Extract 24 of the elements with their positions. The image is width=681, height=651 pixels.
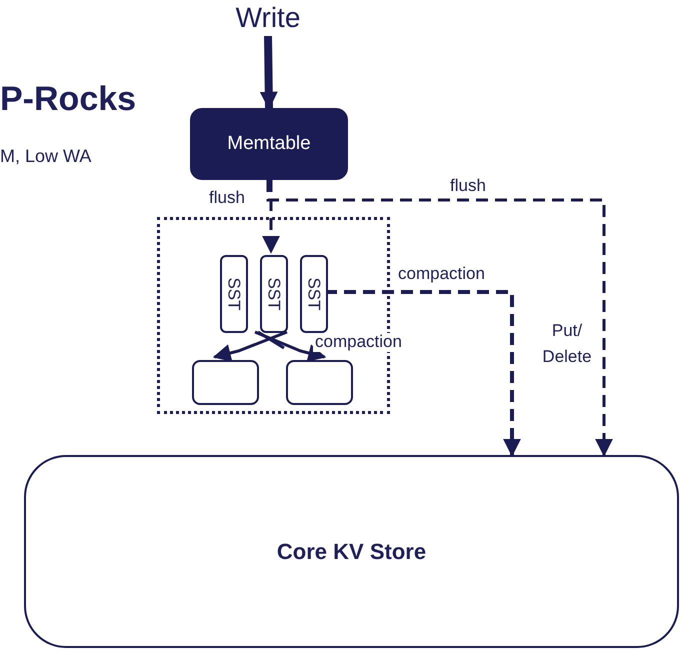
store-label: Core KV Store [276, 538, 426, 564]
sst-box [220, 255, 248, 333]
empty-box [286, 360, 353, 405]
title: P-Rocks [0, 80, 136, 119]
store-box [24, 455, 679, 648]
sst-box [260, 255, 288, 333]
memtable-label: Memtable [227, 133, 311, 155]
arrow [212, 330, 288, 362]
arrow [260, 36, 278, 110]
edge-note: Put/ Delete [541, 320, 593, 368]
sst-label: SST [304, 277, 324, 311]
memtable-box [190, 108, 348, 180]
edge-label: compaction [396, 265, 487, 284]
subtitle: M, Low WA [0, 145, 92, 168]
sst-label: SST [264, 277, 284, 311]
arrow [325, 290, 521, 457]
empty-box [192, 360, 259, 405]
arrow [266, 180, 613, 457]
arrow [262, 180, 280, 254]
arrow [254, 330, 326, 362]
edge-label: compaction [313, 333, 404, 352]
sst-label: SST [224, 277, 244, 311]
write-label: Write [236, 2, 300, 34]
sst-box [300, 255, 328, 333]
